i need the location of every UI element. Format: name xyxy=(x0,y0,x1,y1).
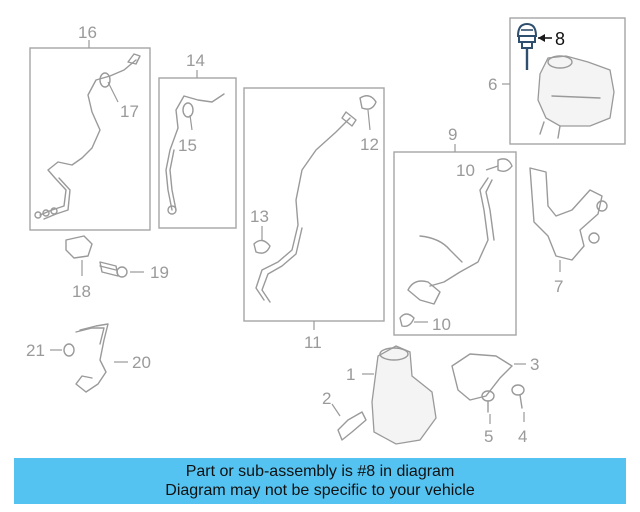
callout-11: 11 xyxy=(304,333,322,352)
part-2-sensor: 2 xyxy=(322,389,367,441)
parts-diagram: 16 17 14 15 11 12 13 xyxy=(26,17,626,446)
callout-18: 18 xyxy=(72,282,91,301)
group-9: 9 10 10 xyxy=(393,125,517,336)
group-11-box xyxy=(243,87,385,322)
callout-12: 12 xyxy=(360,135,379,154)
callout-17: 17 xyxy=(120,102,139,121)
callout-15: 15 xyxy=(178,136,197,155)
part-1-pump: 1 xyxy=(346,345,437,445)
banner-line-2: Diagram may not be specific to your vehi… xyxy=(165,482,475,499)
callout-8: 8 xyxy=(555,29,565,49)
part-19-bolt: 19 xyxy=(99,261,169,282)
callout-10-lower: 10 xyxy=(432,315,451,334)
callout-7: 7 xyxy=(554,277,563,296)
part-18-clamp: 18 xyxy=(65,235,93,301)
group-6: 6 8 xyxy=(488,17,626,145)
part-21-washer: 21 xyxy=(26,341,75,360)
part-3-shield: 3 xyxy=(451,353,539,401)
banner-line-1: Part or sub-assembly is #8 in diagram xyxy=(185,463,455,480)
callout-14: 14 xyxy=(186,51,205,70)
callout-20: 20 xyxy=(132,353,151,372)
notice-banner: Part or sub-assembly is #8 in diagram Di… xyxy=(14,458,626,504)
group-11: 11 12 13 xyxy=(243,87,385,352)
callout-1: 1 xyxy=(346,365,355,384)
part-4-bolt: 4 xyxy=(511,384,527,446)
group-16-box xyxy=(29,47,151,231)
callout-4: 4 xyxy=(518,427,527,446)
group-16: 16 17 xyxy=(29,23,151,231)
callout-2: 2 xyxy=(322,389,331,408)
callout-3: 3 xyxy=(530,355,539,374)
callout-5: 5 xyxy=(484,427,493,446)
callout-10-upper: 10 xyxy=(456,161,475,180)
callout-19: 19 xyxy=(150,263,169,282)
callout-13: 13 xyxy=(250,207,269,226)
part-7-bracket: 7 xyxy=(529,167,608,296)
group-6-box xyxy=(509,17,626,145)
callout-21: 21 xyxy=(26,341,45,360)
group-14: 14 15 xyxy=(158,51,237,229)
part-8-vent-cap[interactable] xyxy=(516,22,552,70)
group-9-box xyxy=(393,151,517,336)
callout-16: 16 xyxy=(78,23,97,42)
part-5-fastener: 5 xyxy=(481,390,495,446)
callout-9: 9 xyxy=(448,125,457,144)
callout-6: 6 xyxy=(488,75,497,94)
part-20-line: 20 xyxy=(75,323,151,393)
